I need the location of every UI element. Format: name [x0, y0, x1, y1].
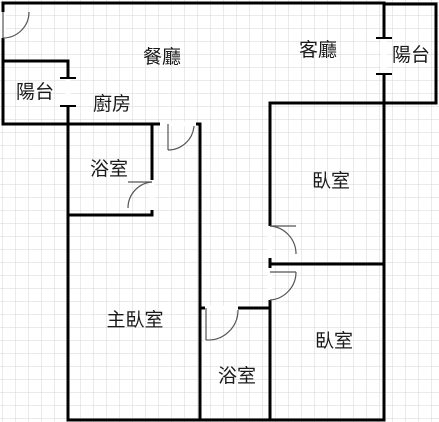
label-bathroom-upper: 浴室	[90, 158, 128, 180]
label-bathroom-lower: 浴室	[218, 365, 256, 387]
door-swings	[2, 11, 297, 341]
label-balcony-right: 陽台	[392, 44, 430, 66]
door-jambs	[60, 37, 392, 107]
label-kitchen: 廚房	[93, 92, 131, 115]
label-bedroom-upper: 臥室	[312, 170, 350, 192]
label-balcony-left: 陽台	[16, 81, 54, 103]
label-master-bedroom: 主臥室	[106, 309, 163, 331]
label-bedroom-lower: 臥室	[315, 330, 353, 352]
label-living: 客廳	[299, 39, 337, 61]
label-dining: 餐廳	[143, 46, 181, 68]
